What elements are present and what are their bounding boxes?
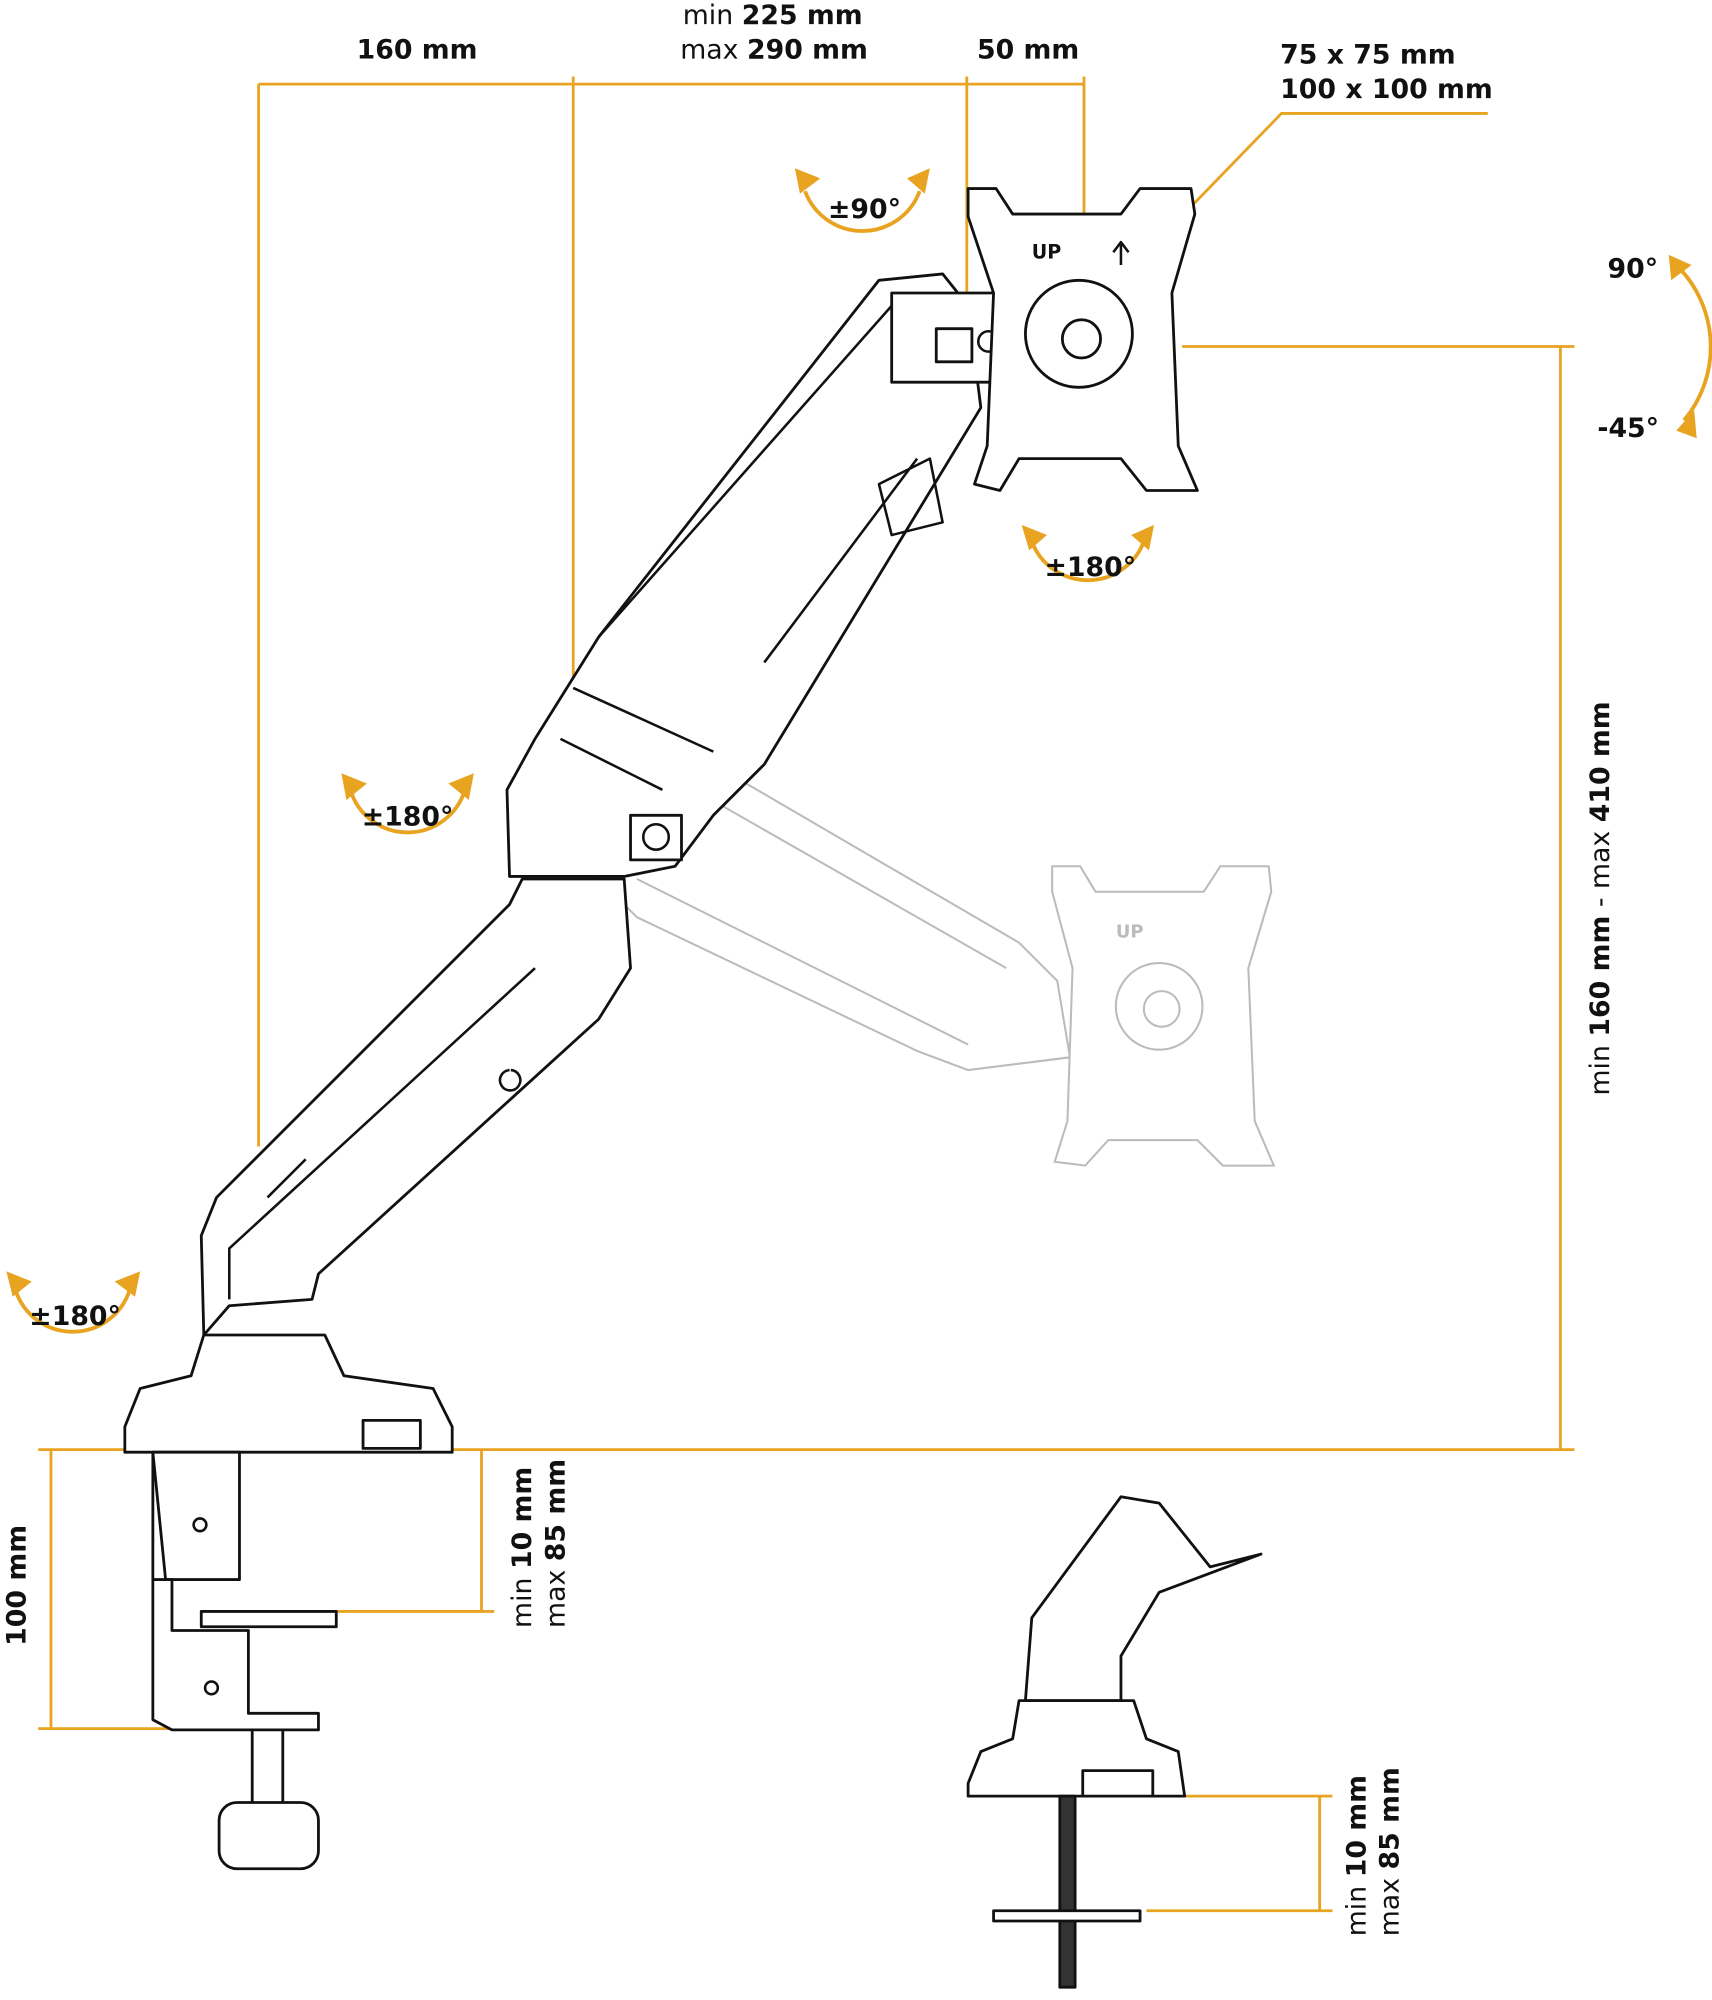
clamp-desk-max-label: max 85 mm	[540, 1459, 571, 1628]
grommet-mount	[966, 1495, 1263, 1989]
head-rotation-label: ±90°	[828, 194, 901, 225]
dimension-labels: 160 mm min 225 mm max 290 mm 50 mm 75 x …	[1, 0, 1659, 1936]
tilt-down-label: -45°	[1597, 413, 1659, 444]
vesa-label-2: 100 x 100 mm	[1280, 74, 1493, 105]
ghost-up-label: UP	[1116, 922, 1144, 943]
desk-clamp	[151, 1450, 338, 1871]
grommet-desk-min-label: min 10 mm	[1342, 1775, 1373, 1936]
elbow-rotation-label: ±180°	[362, 801, 454, 832]
head-offset-label: 50 mm	[977, 35, 1079, 66]
reach-max-label: max 290 mm	[680, 35, 868, 66]
shoulder-elbow-label: 160 mm	[357, 35, 478, 66]
vesa-label-1: 75 x 75 mm	[1280, 40, 1455, 71]
plate-rotation-label: ±180°	[1045, 552, 1137, 583]
base-rotation-label: ±180°	[29, 1301, 121, 1332]
height-range-label: min 160 mm - max 410 mm	[1585, 701, 1616, 1095]
rotation-arrows	[6, 168, 1712, 1334]
tilt-up-label: 90°	[1608, 254, 1659, 285]
monitor-arm: UP	[123, 187, 1199, 1454]
reach-min-label: min 225 mm	[683, 0, 863, 31]
clamp-desk-min-label: min 10 mm	[507, 1467, 538, 1628]
clamp-height-label: 100 mm	[1, 1525, 32, 1646]
grommet-desk-max-label: max 85 mm	[1375, 1767, 1406, 1936]
plate-up-label: UP	[1032, 241, 1062, 264]
